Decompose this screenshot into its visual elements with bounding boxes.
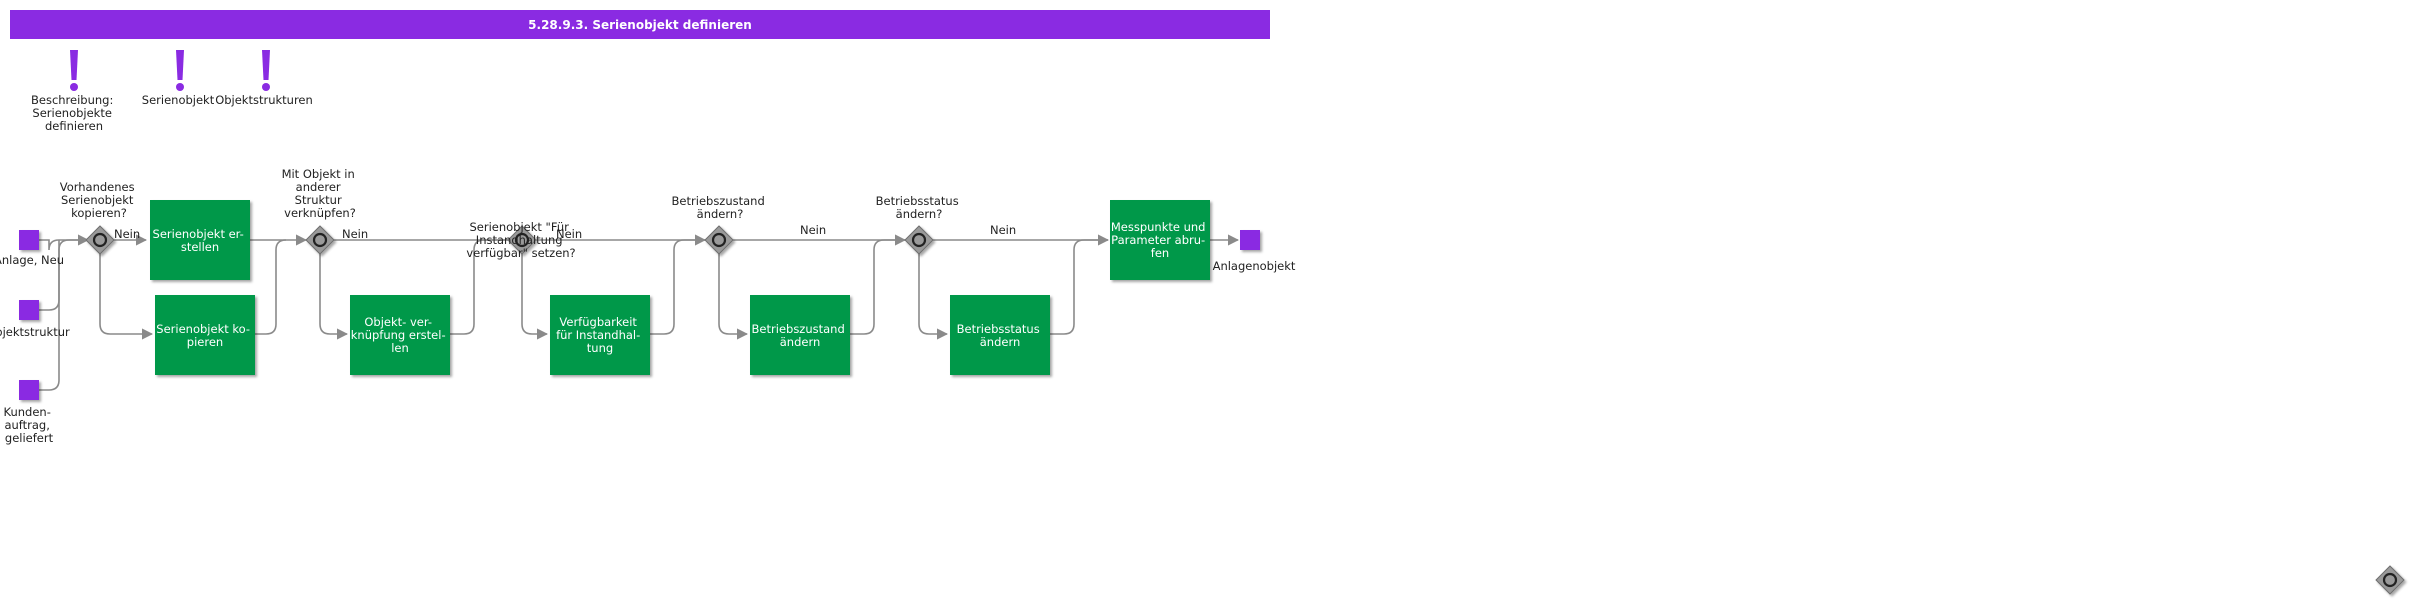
task-label: Serienobjekt er- stellen [153,227,248,254]
event-square [19,230,39,250]
start-event-kundenauftrag[interactable]: Kunden- auftrag, geliefert [3,380,54,445]
gateway-diamond-icon [85,225,115,255]
branch-label-nein: Nein [114,227,140,241]
start-event-anlage-neu[interactable]: Anlage, Neu [0,230,64,267]
task-label: Messpunkte und Parameter abru- fen [1111,220,1209,260]
branch-label-nein: Nein [990,223,1016,237]
info-item-label: Serienobjekt [142,93,215,107]
gateway-question: Mit Objekt in anderer Struktur verknüpfe… [282,167,359,220]
gateway-question: Vorhandenes Serienobjekt kopieren? [60,180,139,220]
task-label: Betriebsstatus ändern [957,322,1044,349]
connector [39,234,90,311]
connector [718,254,749,340]
event-square [19,300,39,320]
task-box [350,295,450,375]
event-label: Anlage, Neu [0,253,64,267]
exclamation-icon [176,50,184,91]
task-box [155,295,255,375]
gateway-question: Betriebsstatus ändern? [876,194,963,221]
diagram-title: 5.28.9.3. Serienobjekt definieren [528,18,752,32]
header-bar: 5.28.9.3. Serienobjekt definieren [10,10,1270,39]
event-label: Anlagenobjekt [1213,259,1296,273]
task-box [950,295,1050,375]
header-background [10,10,1270,39]
connector [450,239,508,335]
gateway-question: Betriebszustand ändern? [672,194,769,221]
connector [39,240,60,391]
connector [521,254,549,340]
gateway-betriebszustand-aendern[interactable]: Betriebszustand ändern? Nein [672,194,827,255]
gateway-diamond-icon [2375,565,2405,595]
task-label: Objekt- ver- knüpfung erstel- len [351,315,450,355]
task-serienobjekt-erstellen[interactable]: Serienobjekt er- stellen [150,200,250,280]
gateway-diamond-icon [305,225,335,255]
task-box [750,295,850,375]
task-label: Betriebszustand ändern [752,322,849,349]
task-messpunkte-abrufen[interactable]: Messpunkte und Parameter abru- fen [1110,200,1210,280]
task-box [150,200,250,280]
info-item-description[interactable]: Beschreibung: Serienobjekte definieren [31,50,117,133]
task-objektverknuepfung-erstellen[interactable]: Objekt- ver- knüpfung erstel- len [350,295,450,375]
gateway-question: Serienobjekt "Für Instandhaltung verfügb… [466,220,575,260]
connector [650,234,707,335]
info-item-label: Objektstrukturen [215,93,313,107]
gateway-betriebsstatus-aendern[interactable]: Betriebsstatus ändern? Nein [876,194,1017,255]
task-label: Verfügbarkeit für Instandhal- tung [556,315,644,355]
connector [918,254,949,340]
event-label: Kunden- auftrag, geliefert [3,405,54,445]
gateway-diamond-icon [507,225,537,255]
gateway-diamond-icon [704,225,734,255]
task-verfuegbarkeit-instandhaltung[interactable]: Verfügbarkeit für Instandhal- tung [550,295,650,375]
event-label: Objektstruktur [0,325,70,339]
task-serienobjekt-kopieren[interactable]: Serienobjekt ko- pieren [155,295,255,375]
task-label: Serienobjekt ko- pieren [156,322,253,349]
connector [1050,239,1108,335]
branch-label-nein: Nein [800,223,826,237]
connector [850,234,907,335]
exclamation-icon [262,50,270,91]
task-betriebszustand-aendern[interactable]: Betriebszustand ändern [750,295,850,375]
start-event-objektstruktur[interactable]: Objektstruktur [0,300,70,339]
task-box [1110,200,1210,280]
branch-label-nein: Nein [342,227,368,241]
task-betriebsstatus-aendern[interactable]: Betriebsstatus ändern [950,295,1050,375]
end-event-anlagenobjekt[interactable]: Anlagenobjekt [1213,230,1296,273]
connector [255,239,287,335]
event-square [19,380,39,400]
info-item-label: Beschreibung: Serienobjekte definieren [31,93,117,133]
connectors [39,234,1240,391]
task-box [550,295,650,375]
info-item-serienobjekt[interactable]: Serienobjekt [142,50,215,107]
gateway-objekt-verknuepfen[interactable]: Mit Objekt in anderer Struktur verknüpfe… [282,167,369,255]
connector [319,254,349,340]
gateway-diamond-icon [904,225,934,255]
info-item-objektstrukturen[interactable]: Objektstrukturen [215,50,313,107]
branch-label-nein: Nein [556,227,582,241]
event-square [1240,230,1260,250]
gateway-verfuegbarkeit-setzen[interactable]: Serienobjekt "Für Instandhaltung verfügb… [466,220,582,260]
connector [99,254,154,340]
gateway-serienobjekt-kopieren[interactable]: Vorhandenes Serienobjekt kopieren? Nein [60,180,140,255]
exclamation-icon [70,50,78,91]
